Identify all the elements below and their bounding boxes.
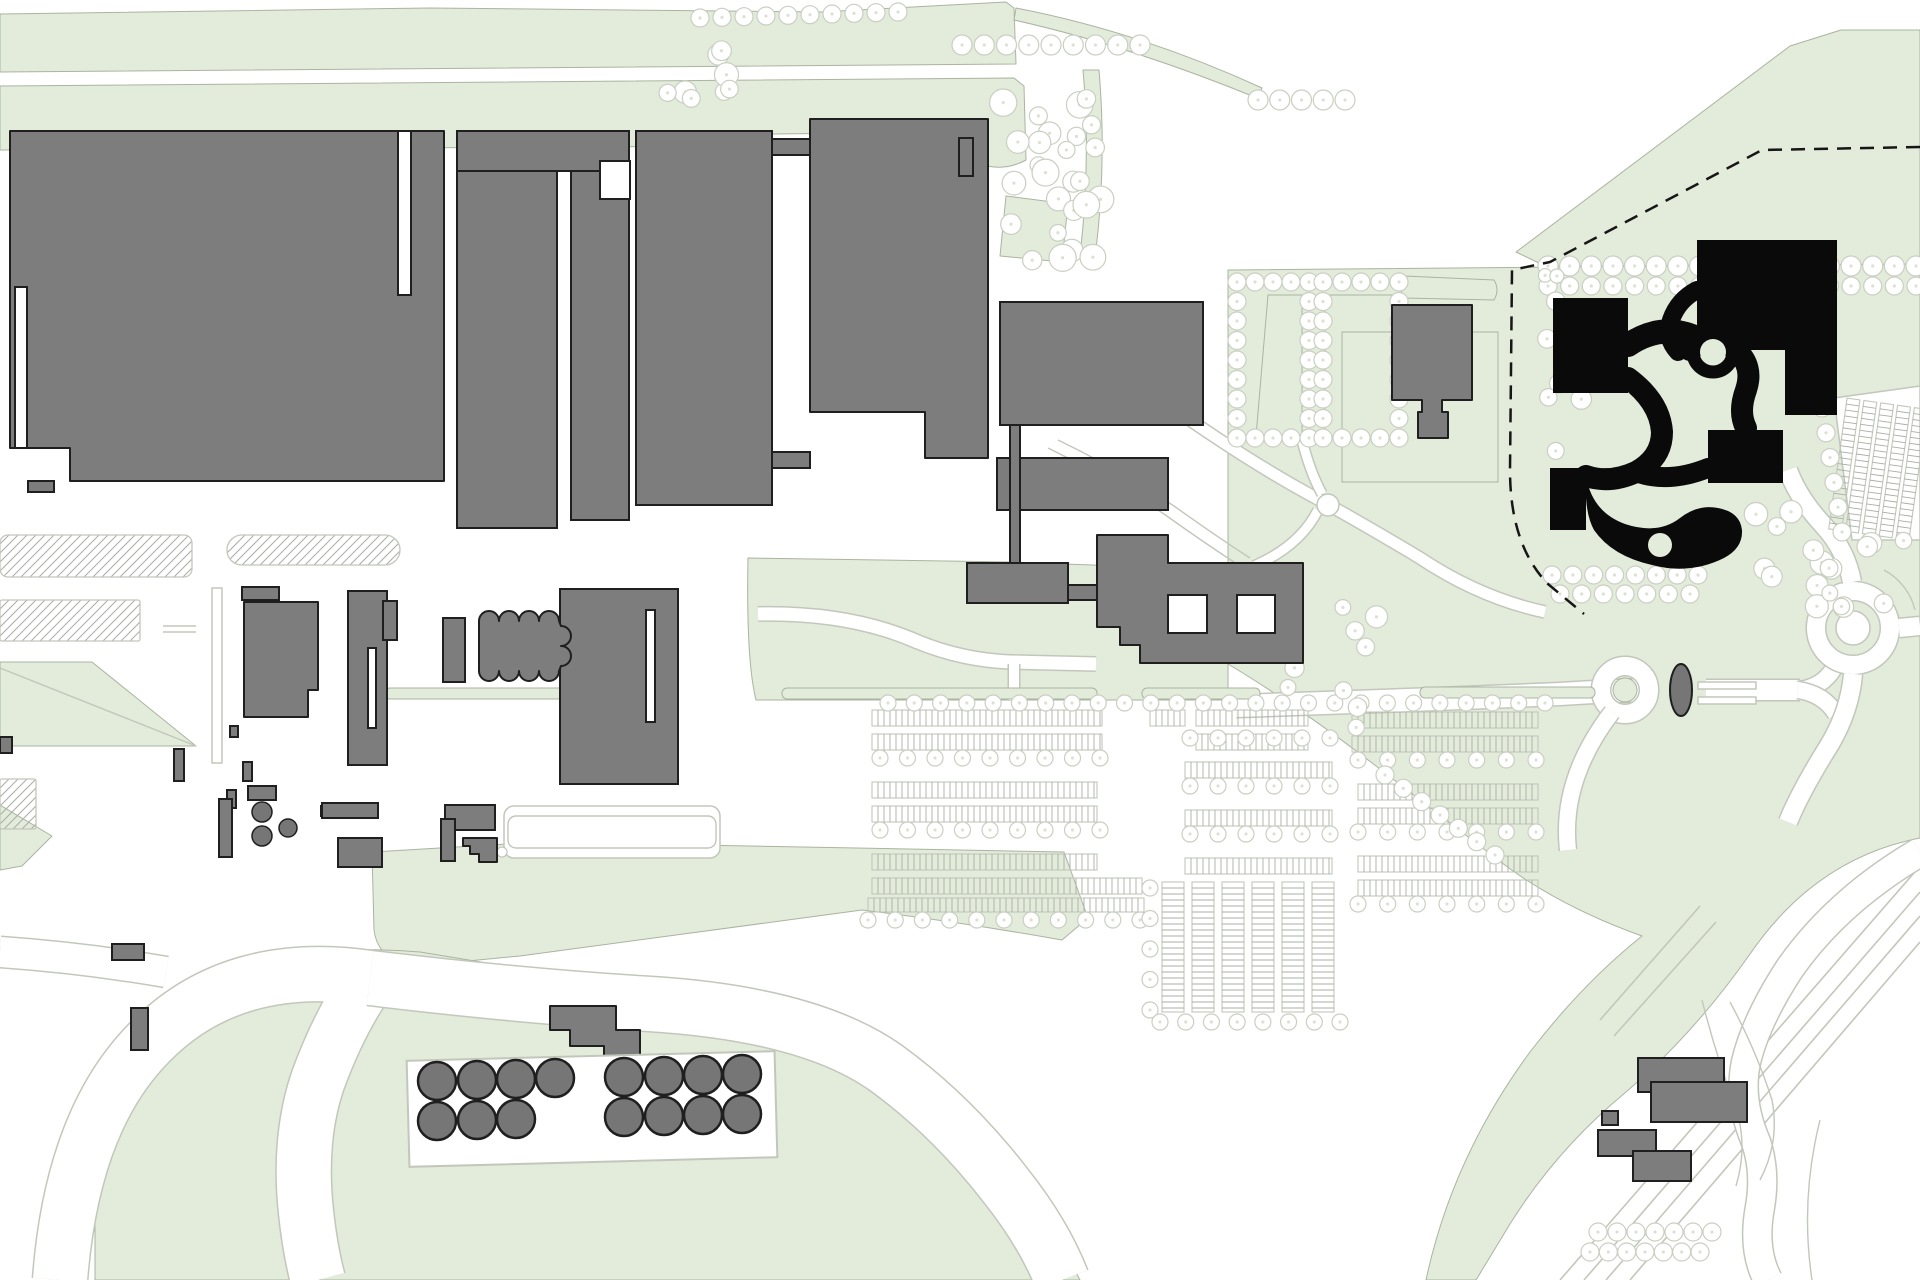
- roads: [0, 414, 1920, 1280]
- storage-tanks: [251, 801, 779, 1168]
- site-boundary-dashed: [1508, 145, 1920, 615]
- road-median-ellipse: [1669, 663, 1693, 717]
- thin-paths: [0, 439, 1916, 1280]
- black-building: [1550, 240, 1837, 569]
- hatch-canopies: [0, 534, 401, 830]
- parking-trees: [859, 398, 1852, 1031]
- building-cuts: [14, 130, 1276, 729]
- gray-buildings: [0, 118, 1748, 1182]
